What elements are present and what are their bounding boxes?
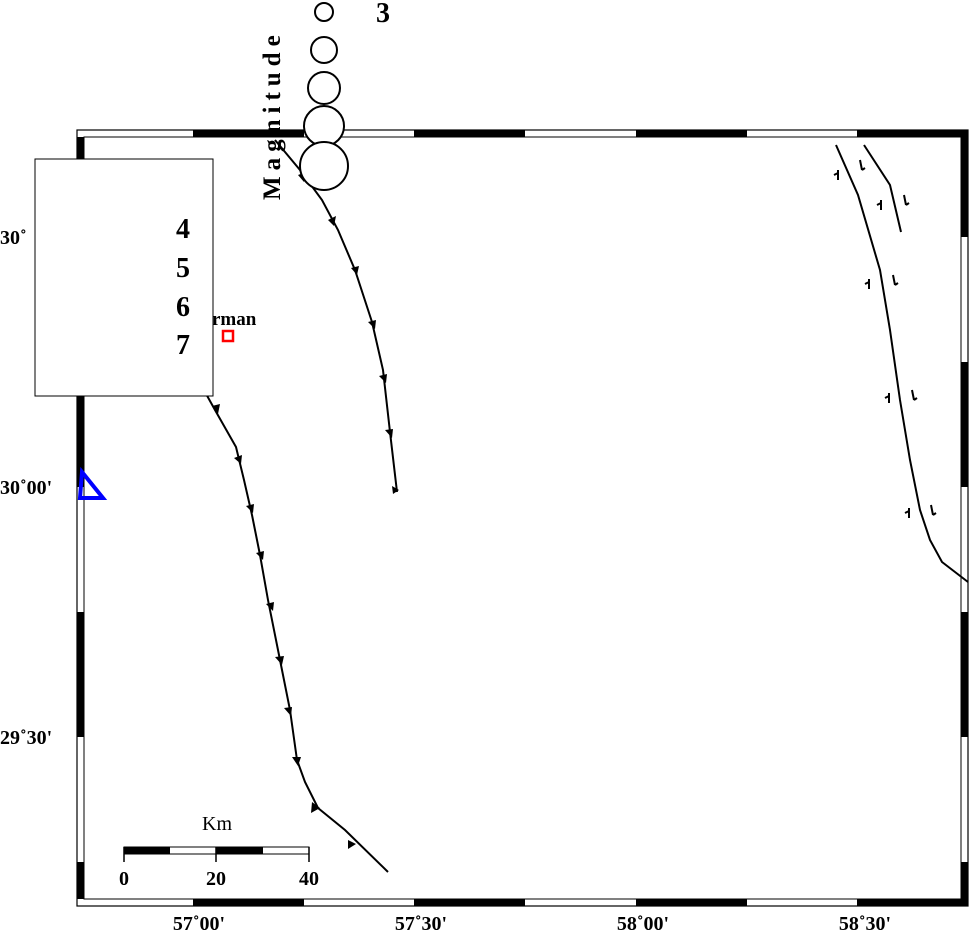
frame-bar	[857, 899, 968, 906]
frame-bar	[636, 899, 747, 906]
thrust-tooth	[266, 602, 274, 611]
magnitude-legend: Magnitude 3 4 5 6 7	[34, 0, 390, 397]
city-square-icon	[221, 329, 235, 343]
frame-bar	[961, 362, 968, 487]
strike-slip-markers	[833, 159, 937, 518]
frame-bar	[857, 130, 968, 137]
city-label: rman	[212, 309, 257, 330]
frame-bar	[414, 899, 525, 906]
fault-arrow	[884, 393, 890, 403]
thrust-tooth	[379, 374, 387, 383]
frame-bar	[636, 130, 747, 137]
fault-arrow	[911, 389, 918, 401]
thrust-tooth	[212, 404, 220, 414]
longitude-label-0: 57˚00'	[173, 913, 225, 935]
legend-circles	[299, 2, 349, 191]
thrust-fault-west	[204, 391, 389, 873]
fault-arrow	[892, 274, 899, 286]
frame-bar	[193, 899, 304, 906]
longitude-label-3: 58˚30'	[839, 913, 891, 935]
latitude-label-0: 30˚	[0, 227, 27, 249]
legend-circle-m6	[303, 105, 345, 147]
fault-arrow	[859, 159, 866, 171]
scale-bar-label-20: 20	[206, 868, 226, 890]
thrust-tooth	[256, 551, 264, 560]
strike-slip-fault-main	[835, 144, 969, 583]
latitude-label-2: 29˚30'	[0, 727, 52, 749]
scale-bar-label-40: 40	[299, 868, 319, 890]
scale-bar: Km 0 20 40	[119, 813, 319, 890]
fault-arrow	[876, 200, 882, 210]
scale-bar-label-0: 0	[119, 868, 129, 890]
latitude-labels: 29˚30' 30˚00' 30˚	[0, 227, 52, 749]
legend-circle-m3	[314, 2, 334, 22]
thrust-tooth	[392, 486, 399, 494]
scale-bar-title: Km	[202, 813, 232, 835]
thrust-tooth	[351, 266, 359, 275]
thrust-tooth	[348, 840, 356, 849]
latitude-label-1: 30˚00'	[0, 477, 52, 499]
frame-bar	[77, 362, 84, 487]
longitude-label-1: 57˚30'	[395, 913, 447, 935]
thrust-teeth	[212, 172, 399, 849]
legend-label-m3: 3	[376, 0, 390, 29]
frame-bar	[77, 862, 84, 899]
thrust-tooth	[328, 216, 336, 226]
frame-bar	[193, 130, 304, 137]
frame-bar	[961, 862, 968, 899]
scale-bar-segment	[216, 847, 263, 854]
thrust-tooth	[246, 504, 254, 513]
fault-arrow	[833, 170, 839, 180]
thrust-faults	[204, 139, 398, 873]
legend-label-m4: 4	[176, 214, 190, 245]
thrust-fault-central	[274, 139, 398, 493]
frame-inner-border	[83, 136, 962, 900]
legend-box	[34, 158, 214, 397]
strike-slip-fault-east	[863, 144, 902, 233]
thrust-tooth	[385, 429, 393, 438]
fault-arrow	[904, 508, 910, 518]
frame-bar	[961, 612, 968, 737]
thrust-tooth	[292, 757, 301, 766]
fault-arrow	[864, 279, 870, 289]
frame-bar	[77, 612, 84, 737]
fault-arrow	[903, 194, 910, 206]
legend-label-m5: 5	[176, 253, 190, 284]
longitude-labels: 57˚00' 57˚30' 58˚00' 58˚30'	[173, 913, 891, 935]
strike-slip-faults	[835, 144, 969, 583]
legend-circle-m5	[307, 71, 341, 105]
station-triangle	[77, 466, 108, 500]
legend-title: Magnitude	[259, 29, 286, 200]
thrust-tooth	[284, 707, 292, 716]
legend-label-m7: 7	[176, 330, 190, 361]
longitude-label-2: 58˚00'	[617, 913, 669, 935]
frame-bar	[414, 130, 525, 137]
thrust-tooth	[234, 455, 242, 464]
seismic-station-icon	[77, 466, 108, 500]
thrust-tooth	[311, 802, 320, 813]
legend-circle-m4	[310, 36, 338, 64]
fault-arrow	[930, 504, 937, 516]
city-marker: rman	[212, 309, 257, 343]
legend-label-m6: 6	[176, 292, 190, 323]
thrust-tooth	[368, 320, 376, 329]
frame-bar	[961, 137, 968, 237]
scale-bar-segment	[124, 847, 170, 854]
thrust-tooth	[275, 656, 284, 665]
legend-circle-m7	[299, 141, 349, 191]
